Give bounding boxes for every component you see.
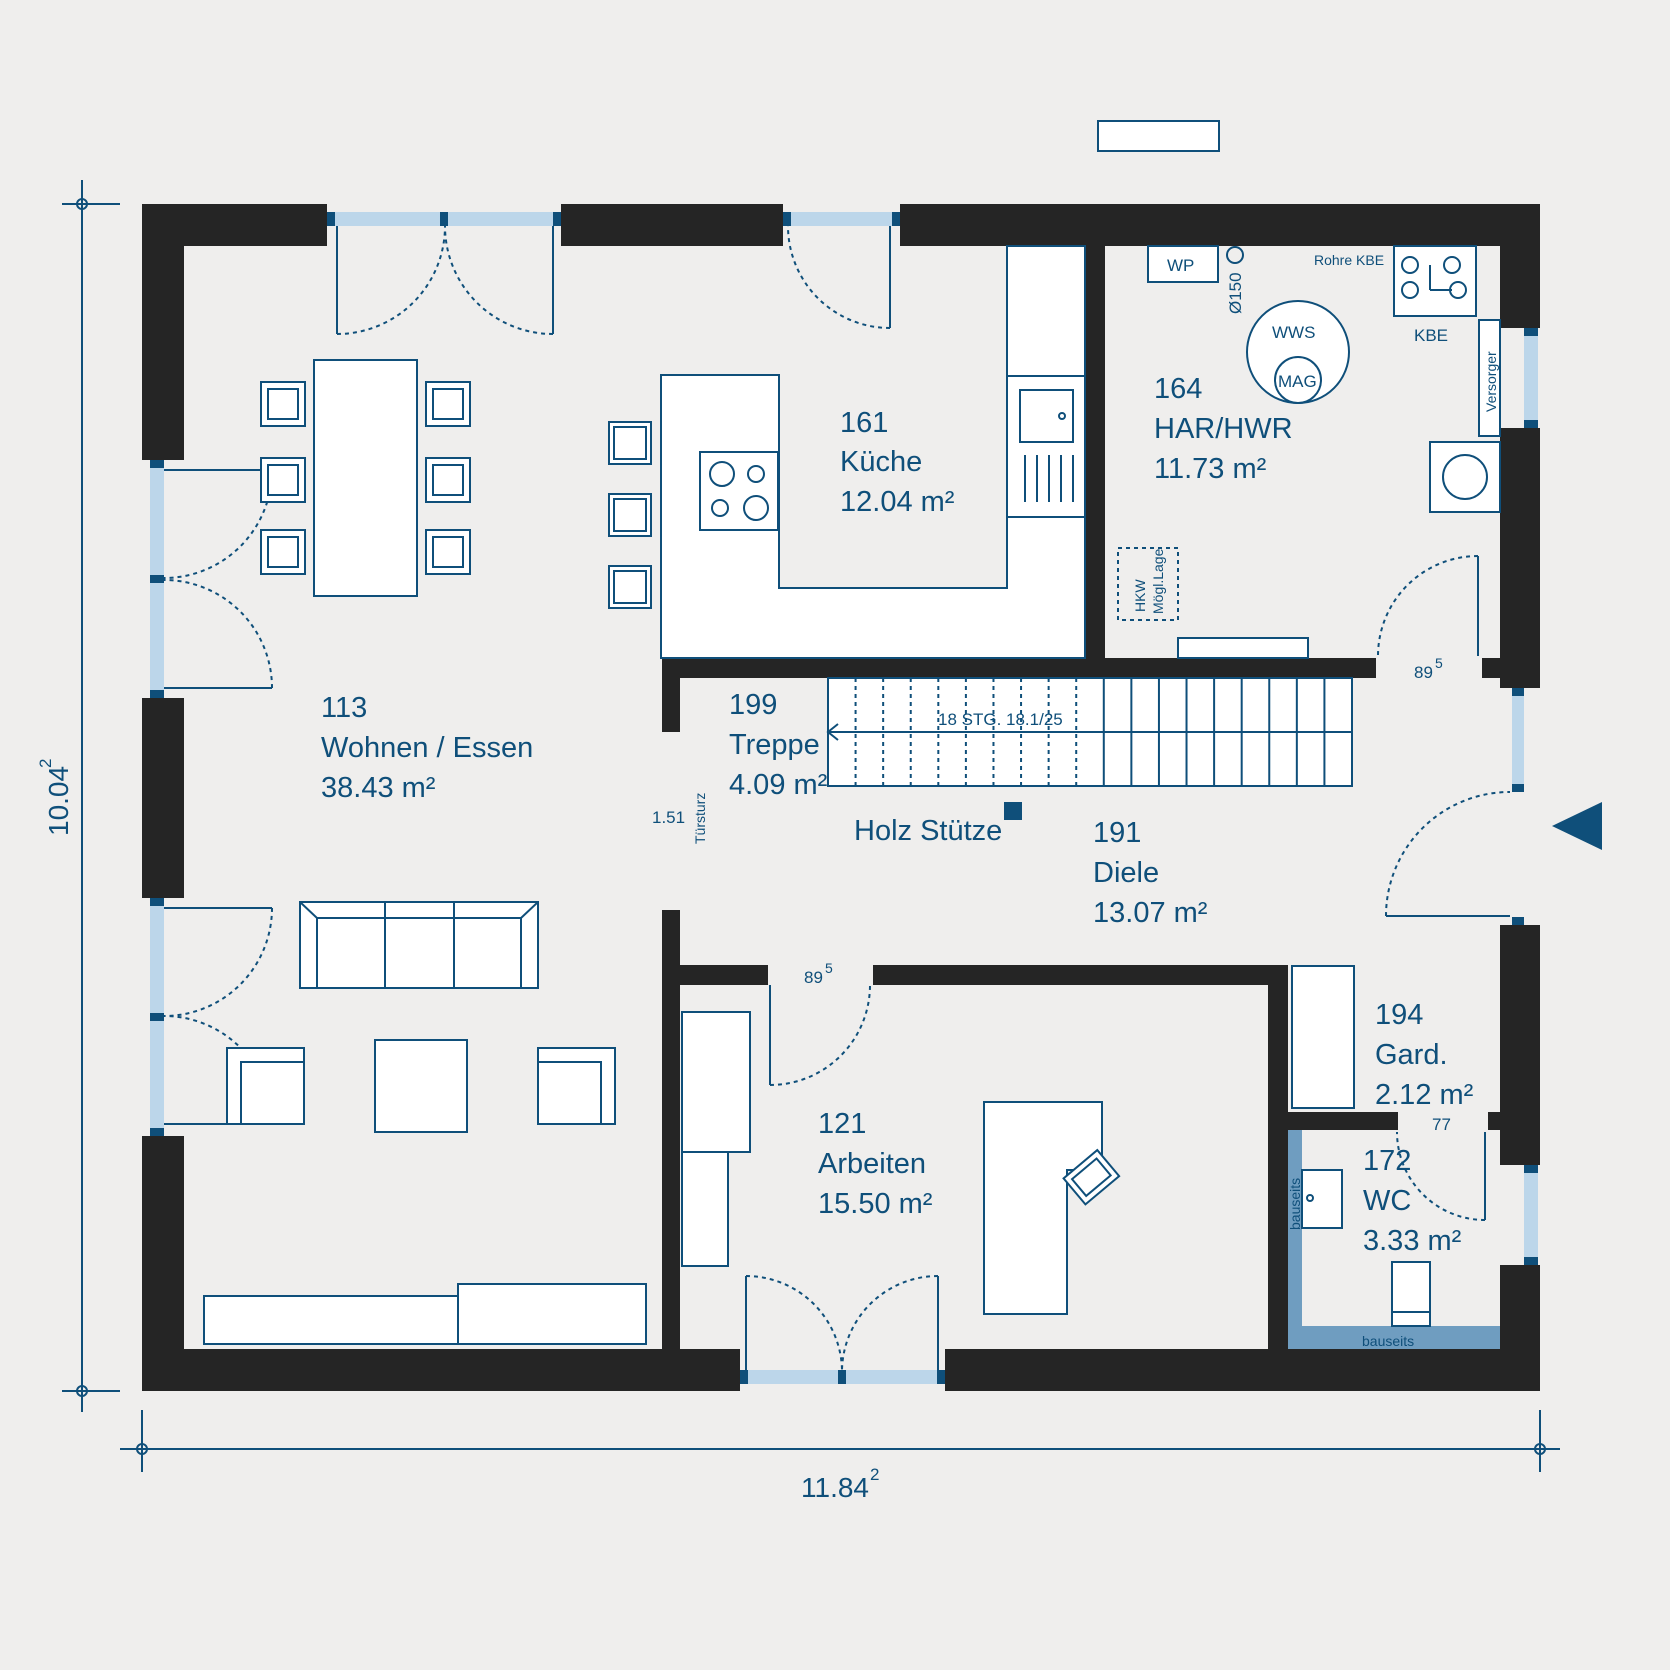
desk [983, 1101, 1103, 1315]
heat-pump [1147, 245, 1219, 283]
height-dimension: 10.04 [43, 766, 74, 836]
roof-element [1097, 120, 1220, 152]
svg-text:Diele: Diele [1093, 857, 1159, 889]
svg-text:Küche: Küche [840, 446, 922, 478]
rohre-kbe-label: Rohre KBE [1314, 252, 1384, 268]
bauseits-vertical-label: bauseits [1287, 1178, 1303, 1230]
svg-text:WC: WC [1363, 1185, 1411, 1217]
svg-text:172: 172 [1363, 1145, 1411, 1177]
shelf [681, 1151, 729, 1267]
shelf [1177, 637, 1309, 659]
door-width-office-sup: 5 [825, 960, 833, 976]
svg-text:113: 113 [321, 692, 367, 724]
svg-text:164: 164 [1154, 373, 1202, 405]
pipe-icon [1226, 246, 1244, 264]
svg-text:2.12 m²: 2.12 m² [1375, 1079, 1474, 1111]
stairs-label: 18 STG. 18.1/25 [938, 710, 1063, 729]
holz-stuetze-label: Holz Stütze [854, 815, 1002, 847]
dining-set [260, 359, 471, 597]
bauseits-horizontal-label: bauseits [1362, 1333, 1414, 1349]
wp-label: WP [1167, 256, 1194, 275]
room-label-wc: 172 WC 3.33 m² [1363, 1145, 1462, 1257]
door-swings [163, 225, 1511, 1371]
office [681, 1011, 1121, 1315]
svg-text:Arbeiten: Arbeiten [818, 1148, 926, 1180]
dimension-lines [62, 180, 1560, 1472]
hkw-box [1117, 547, 1179, 621]
wooden-post [1004, 802, 1022, 820]
utility-room [1117, 245, 1501, 659]
svg-text:4.09 m²: 4.09 m² [729, 769, 828, 801]
svg-text:121: 121 [818, 1108, 866, 1140]
shelf [681, 1011, 751, 1153]
dining-table [313, 359, 418, 597]
door-width-office: 89 [804, 968, 823, 987]
width-dimension: 11.84 [801, 1472, 869, 1503]
hkw-label: HKW [1132, 579, 1148, 612]
door-width-har-sup: 5 [1435, 655, 1443, 671]
svg-text:3.33 m²: 3.33 m² [1363, 1225, 1462, 1257]
entrance-arrow-icon [1552, 802, 1602, 850]
versorger-label: Versorger [1483, 351, 1499, 412]
svg-text:194: 194 [1375, 999, 1423, 1031]
utility-supply [1478, 319, 1501, 437]
sideboard [203, 1295, 459, 1345]
room-label-gard: 194 Gard. 2.12 m² [1375, 999, 1474, 1111]
room-label-har: 164 HAR/HWR 11.73 m² [1154, 373, 1293, 485]
svg-text:HAR/HWR: HAR/HWR [1154, 413, 1293, 445]
wash-basin [1301, 1169, 1343, 1229]
width-dimension-sup: 2 [870, 1465, 879, 1484]
staircase [826, 677, 1353, 820]
living-set [203, 901, 647, 1345]
kitchen [608, 245, 1086, 659]
room-label-treppe: 199 Treppe 4.09 m² [729, 689, 828, 801]
tuersturz-label: Türsturz [692, 793, 708, 844]
wardrobe [1291, 965, 1355, 1109]
door-width-har: 89 [1414, 663, 1433, 682]
coffee-table [374, 1039, 468, 1133]
windows [150, 212, 1538, 1384]
height-dimension-sup: 2 [36, 759, 55, 768]
mag-label: MAG [1278, 372, 1317, 391]
kbe-unit [1393, 245, 1477, 317]
kitchen-counter [660, 245, 1086, 659]
svg-text:38.43 m²: 38.43 m² [321, 772, 436, 804]
wws-label: WWS [1272, 323, 1315, 342]
room-label-arbeiten: 121 Arbeiten 15.50 m² [818, 1108, 933, 1220]
svg-text:15.50 m²: 15.50 m² [818, 1188, 933, 1220]
room-label-wohnen: 113 Wohnen / Essen 38.43 m² [321, 692, 533, 804]
svg-text:11.73 m²: 11.73 m² [1154, 453, 1267, 485]
hkw-location-label: Mögl.Lage [1150, 548, 1166, 614]
svg-text:161: 161 [840, 407, 888, 439]
cooktop [699, 451, 779, 531]
toilet [1391, 1261, 1431, 1327]
svg-text:Treppe: Treppe [729, 729, 820, 761]
room-label-kueche: 161 Küche 12.04 m² [840, 407, 955, 518]
walls [142, 204, 1540, 1391]
door-width-wc: 77 [1432, 1115, 1451, 1134]
wc-room [1288, 1130, 1500, 1349]
svg-text:Gard.: Gard. [1375, 1039, 1448, 1071]
expansion-vessel [1274, 356, 1322, 404]
washing-machine [1429, 441, 1501, 513]
sideboard [457, 1283, 647, 1345]
diameter-label: Ø150 [1226, 272, 1245, 314]
tuersturz-value: 1.51 [652, 808, 685, 827]
kbe-label: KBE [1414, 326, 1448, 345]
svg-text:Wohnen / Essen: Wohnen / Essen [321, 732, 533, 764]
svg-text:191: 191 [1093, 817, 1141, 849]
room-label-diele: 191 Diele 13.07 m² [1093, 817, 1208, 929]
svg-text:13.07 m²: 13.07 m² [1093, 897, 1208, 929]
svg-text:199: 199 [729, 689, 777, 721]
svg-text:12.04 m²: 12.04 m² [840, 486, 955, 518]
